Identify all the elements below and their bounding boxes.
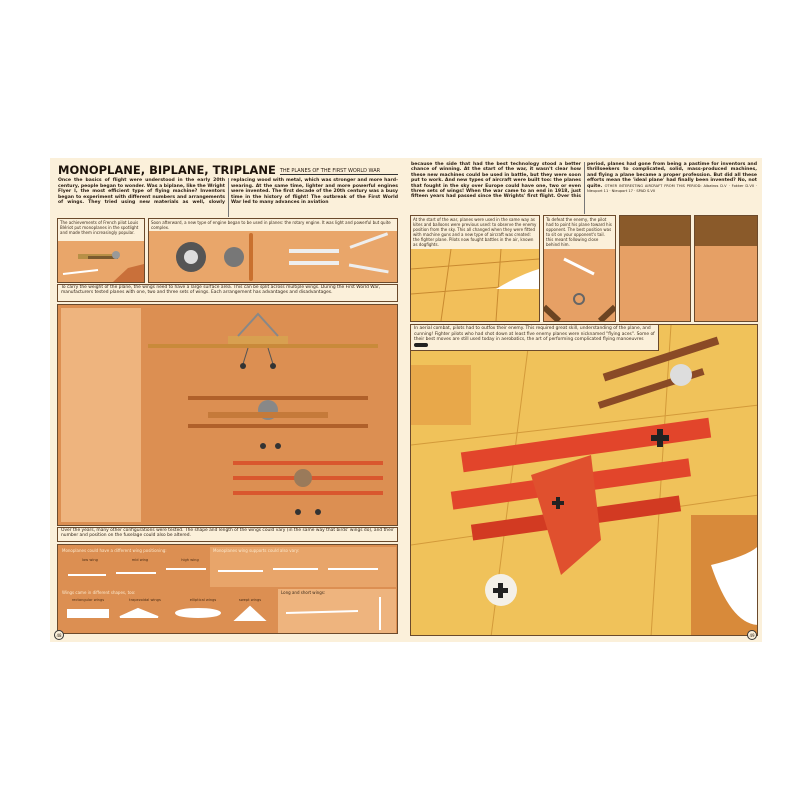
combat-caption-text: In aerial combat, pilots had to outfox t… bbox=[414, 326, 655, 343]
bleriot-caption: The achievements of French pilot Louis B… bbox=[58, 219, 144, 241]
fields-illustration bbox=[411, 249, 539, 321]
page-subtitle: THE PLANES OF THE FIRST WORLD WAR bbox=[279, 168, 398, 175]
biplane bbox=[188, 396, 368, 449]
page-title: MONOPLANE, BIPLANE, TRIPLANE bbox=[58, 163, 276, 177]
page-number-right: 49 bbox=[747, 630, 757, 640]
wing-captions-column bbox=[61, 308, 141, 522]
wing-length-heading: Long and short wings: bbox=[281, 590, 326, 595]
iron-cross-mark bbox=[552, 497, 564, 509]
bleriot-monoplane-illustration bbox=[62, 251, 144, 282]
page-number-left: 48 bbox=[54, 630, 64, 640]
book-spread: MONOPLANE, BIPLANE, TRIPLANE THE PLANES … bbox=[50, 158, 762, 642]
dogfight-illustration-panel: In aerial combat, pilots had to outfox t… bbox=[410, 324, 758, 636]
iron-cross-mark bbox=[493, 583, 508, 598]
intro-text: Once the basics of flight were understoo… bbox=[58, 178, 398, 206]
cockpit-top bbox=[695, 216, 757, 246]
high-wing-label: high wing bbox=[181, 558, 199, 562]
brown-biplane bbox=[597, 336, 720, 409]
comic-panel-1: At the start of the war, planes were use… bbox=[410, 215, 540, 322]
mid-wing-label: mid wing bbox=[131, 558, 149, 562]
other-aircraft-note: OTHER INTERESTING AIRCRAFT FROM THIS PER… bbox=[587, 183, 757, 194]
cockpit-view-illustration bbox=[544, 257, 615, 321]
triplane bbox=[233, 461, 383, 515]
rotary-engine-illustration bbox=[176, 232, 389, 281]
red-triplane bbox=[450, 417, 712, 606]
wing-supports-area: Monoplanes wing supports could also vary… bbox=[210, 547, 396, 587]
wing-position-heading: Monoplanes could have a different wing p… bbox=[62, 548, 167, 553]
title-row: MONOPLANE, BIPLANE, TRIPLANE THE PLANES … bbox=[58, 163, 398, 177]
cockpit-top bbox=[620, 216, 690, 246]
panel1-caption: At the start of the war, planes were use… bbox=[411, 216, 539, 249]
wing-configurations-panel: Monoplanes could have a different wing p… bbox=[57, 544, 398, 634]
rotary-engine-panel: Soon afterward, a new type of engine beg… bbox=[148, 218, 398, 283]
intro-block: because the side that had the best techn… bbox=[411, 162, 757, 214]
iron-cross-mark bbox=[651, 429, 669, 447]
rectangular-wings-label: rectangular wings bbox=[71, 598, 105, 602]
comic-panel-3 bbox=[619, 215, 691, 322]
right-page: because the side that had the best techn… bbox=[407, 158, 762, 642]
wing-shapes-heading: Wings came in different shapes, too: bbox=[62, 590, 136, 595]
combat-caption: In aerial combat, pilots had to outfox t… bbox=[411, 325, 659, 351]
wing-supports-heading: Monoplanes wing supports could also vary… bbox=[213, 548, 300, 553]
page-reference-badge bbox=[414, 342, 428, 347]
bleriot-panel: The achievements of French pilot Louis B… bbox=[57, 218, 145, 283]
swept-wings-label: swept wings bbox=[238, 598, 262, 602]
intro-text: because the side that had the best techn… bbox=[411, 162, 757, 200]
plane-illustrations bbox=[148, 312, 383, 515]
trapezoidal-wings-label: trapezoidal wings bbox=[129, 598, 161, 602]
low-wing-label: low wing bbox=[82, 558, 98, 562]
comic-panel-2: To defeat the enemy, the pilot had to po… bbox=[543, 215, 616, 322]
comic-panel-4 bbox=[694, 215, 758, 322]
rotary-caption: Soon afterward, a new type of engine beg… bbox=[149, 219, 397, 231]
left-page: MONOPLANE, BIPLANE, TRIPLANE THE PLANES … bbox=[50, 158, 404, 642]
elliptical-wings-label: elliptical wings bbox=[189, 598, 217, 602]
panel2-caption: To defeat the enemy, the pilot had to po… bbox=[544, 216, 615, 249]
wing-arrangements-panel bbox=[57, 304, 398, 526]
wings-text: To carry the weight of the plane, the wi… bbox=[57, 284, 398, 302]
monoplane bbox=[148, 312, 378, 369]
dogfight-illustration bbox=[411, 325, 757, 635]
wing-diagrams bbox=[67, 568, 381, 630]
config-text: Over the years, many other configuration… bbox=[57, 527, 398, 542]
